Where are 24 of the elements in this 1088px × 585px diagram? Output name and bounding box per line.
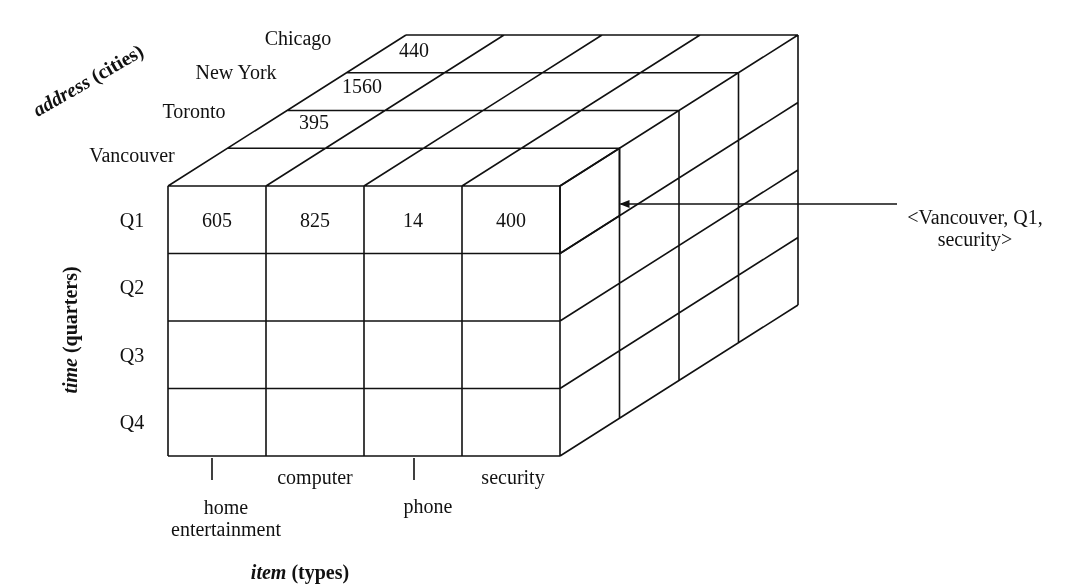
city-label: Chicago bbox=[264, 27, 332, 49]
city-label: Toronto bbox=[162, 100, 226, 122]
cell-value: 395 bbox=[299, 111, 329, 133]
row-label: Q2 bbox=[119, 276, 145, 299]
row-label: Q3 bbox=[119, 343, 145, 366]
cell-value: 605 bbox=[202, 208, 232, 231]
leader-arrow bbox=[619, 200, 898, 208]
cell-value: 14 bbox=[403, 208, 423, 231]
column-label: computer bbox=[277, 466, 353, 488]
axis-title: item (types) bbox=[250, 561, 350, 583]
column-label: security bbox=[481, 466, 545, 488]
column-label: phone bbox=[403, 495, 453, 517]
cell-value: 1560 bbox=[342, 75, 382, 97]
city-label: New York bbox=[195, 61, 277, 83]
column-label: home entertainment bbox=[170, 496, 282, 540]
row-label: Q4 bbox=[119, 411, 145, 434]
callout-label: <Vancouver, Q1, security> bbox=[905, 206, 1045, 250]
axis-title: time (quarters) bbox=[59, 266, 81, 394]
row-label: Q1 bbox=[119, 208, 145, 231]
city-label: Vancouver bbox=[89, 144, 175, 166]
cube-cell bbox=[559, 146, 621, 255]
cell-value: 825 bbox=[300, 208, 330, 231]
cell-value: 440 bbox=[399, 39, 429, 61]
cell-value: 400 bbox=[496, 208, 526, 231]
